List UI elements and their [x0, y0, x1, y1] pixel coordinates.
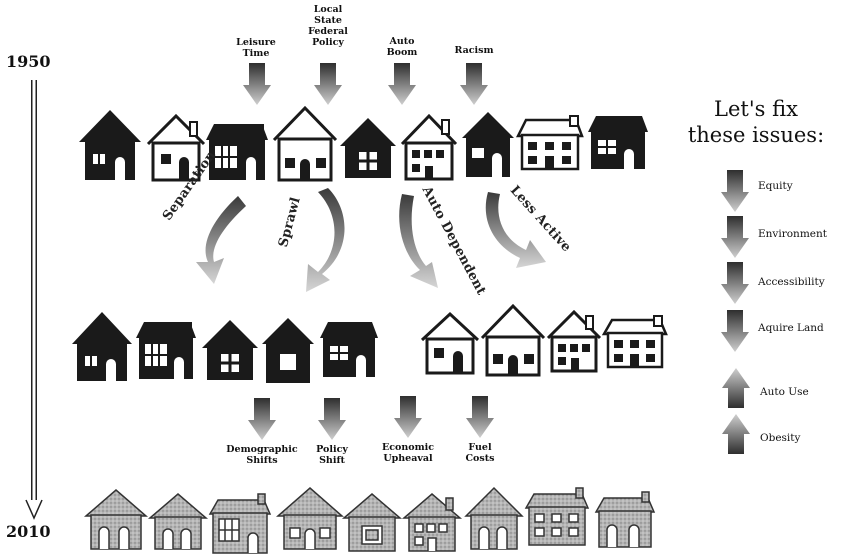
house-light-mid-3: [546, 309, 602, 373]
house-dark-mid-4: [262, 318, 314, 383]
start-year-label: 1950: [6, 52, 51, 71]
issue-label-aquire-land: Aquire Land: [758, 322, 824, 334]
house-light-mid-1: [420, 311, 480, 375]
factor-label-fuel-costs: Fuel Costs: [465, 442, 495, 464]
factor-label-racism: Racism: [454, 45, 494, 56]
curve-arrow-separation: [196, 196, 246, 284]
timeline-arrow: [25, 80, 43, 520]
house-gray-3: [208, 493, 272, 554]
factor-label-economic-upheaval: Economic Upheaval: [381, 442, 435, 464]
house-dark-4: [462, 112, 514, 177]
down-arrow-policy: [314, 63, 342, 105]
factor-label-policy-shift: Policy Shift: [316, 444, 348, 466]
issue-arrow-obesity: [722, 414, 750, 454]
house-light-mid-4: [601, 315, 668, 369]
house-dark-1: [79, 110, 141, 180]
issue-label-obesity: Obesity: [760, 432, 801, 444]
house-gray-6: [401, 493, 463, 552]
curve-arrow-sprawl: [306, 188, 345, 292]
issue-arrow-auto-use: [722, 368, 750, 408]
issue-arrow-environment: [721, 216, 749, 258]
house-gray-9: [594, 491, 656, 548]
house-dark-mid-5: [320, 322, 378, 377]
factor-label-auto-boom: Auto Boom: [386, 36, 418, 58]
house-dark-2: [206, 124, 268, 180]
issue-arrow-equity: [721, 170, 749, 212]
issue-arrow-accessibility: [721, 262, 749, 304]
down-arrow-policy-shift: [318, 398, 346, 440]
house-light-3: [400, 113, 458, 181]
house-light-mid-2: [480, 303, 546, 377]
house-light-1: [146, 113, 206, 182]
house-dark-mid-2: [136, 322, 196, 379]
issue-label-equity: Equity: [758, 180, 793, 192]
curve-arrow-less-active: [485, 192, 546, 268]
curve-arrow-auto-dependent: [399, 194, 438, 288]
house-light-2: [272, 105, 338, 182]
house-dark-5: [588, 116, 648, 169]
down-arrow-economic: [394, 396, 422, 438]
house-gray-4: [276, 487, 344, 550]
house-dark-mid-3: [202, 320, 258, 380]
house-gray-1: [83, 489, 149, 550]
down-arrow-leisure-time: [243, 63, 271, 105]
issue-label-auto-use: Auto Use: [760, 386, 809, 398]
house-dark-3: [340, 118, 396, 178]
factor-label-leisure-time: Leisure Time: [236, 37, 276, 59]
fix-panel-title: Let's fix these issues:: [687, 97, 825, 147]
house-dark-mid-1: [72, 312, 132, 381]
factor-label-demographic-shifts: Demographic Shifts: [226, 444, 298, 466]
issue-label-accessibility: Accessibility: [758, 276, 825, 288]
house-light-4: [515, 115, 584, 171]
issue-label-environment: Environment: [758, 228, 827, 240]
issue-arrow-aquire-land: [721, 310, 749, 352]
down-arrow-fuel: [466, 396, 494, 438]
end-year-label: 2010: [6, 522, 51, 541]
house-gray-5: [341, 493, 403, 552]
factor-label-policy: Local State Federal Policy: [308, 4, 348, 48]
down-arrow-auto-boom: [388, 63, 416, 105]
down-arrow-racism: [460, 63, 488, 105]
house-gray-2: [147, 493, 209, 550]
house-gray-8: [524, 487, 590, 546]
down-arrow-demographic: [248, 398, 276, 440]
house-gray-7: [464, 486, 524, 550]
